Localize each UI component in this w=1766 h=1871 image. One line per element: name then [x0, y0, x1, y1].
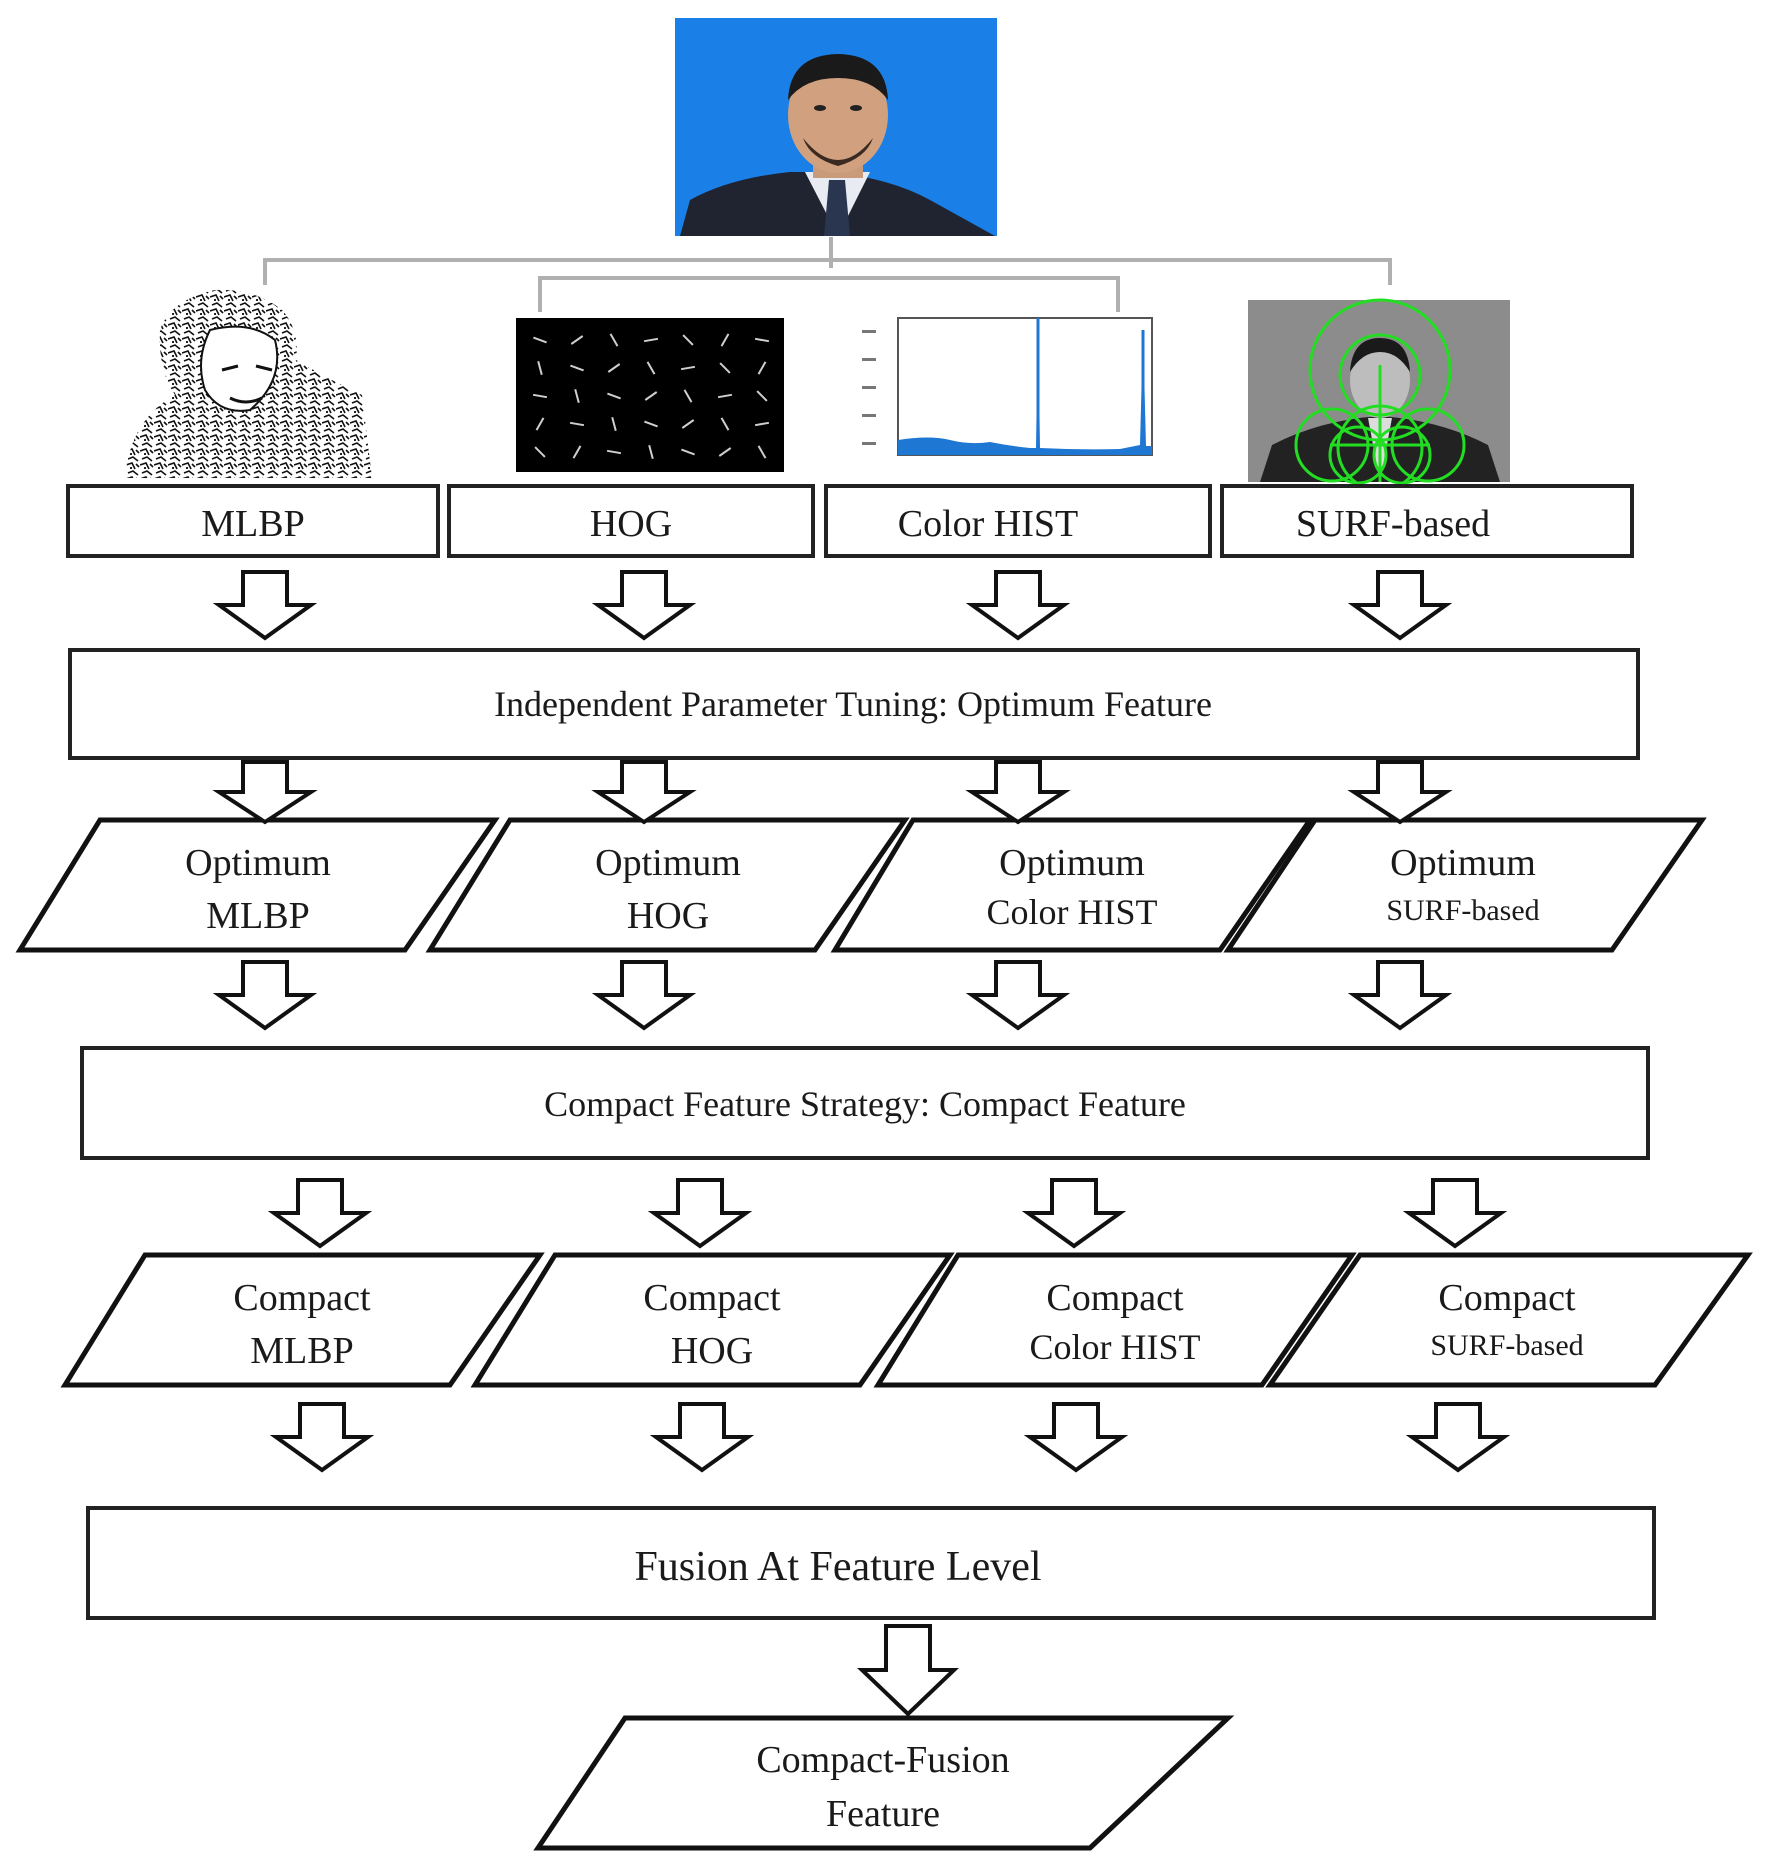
- hog-gradient-glyph: [609, 333, 619, 347]
- down-arrow-icon: [647, 1178, 753, 1249]
- surf-keypoints-image: [1248, 298, 1510, 492]
- hog-gradient-glyph: [611, 416, 617, 432]
- hog-gradient-glyph: [537, 360, 543, 376]
- mlbp-image: [125, 289, 372, 478]
- hog-gradient-glyph: [717, 393, 733, 399]
- stage-compact-strategy-label: Compact Feature Strategy: Compact Featur…: [544, 1084, 1186, 1124]
- down-arrow-icon: [1347, 760, 1453, 825]
- down-arrow-icon: [212, 960, 318, 1031]
- optimum-surf-line1: Optimum: [1390, 842, 1536, 884]
- down-arrow-icon: [1021, 1178, 1127, 1249]
- optimum-outputs: Optimum MLBP Optimum HOG Optimum Color H…: [15, 817, 1707, 953]
- compact-color-hist-line2: Color HIST: [1030, 1327, 1201, 1367]
- hog-gradient-glyph: [646, 361, 656, 375]
- down-arrow-icon: [965, 960, 1071, 1031]
- hog-gradient-glyph: [720, 333, 730, 347]
- hog-gradient-glyph: [757, 361, 767, 375]
- method-label-surf: SURF-based: [1296, 503, 1490, 545]
- method-label-color-hist: Color HIST: [898, 503, 1079, 545]
- hog-gradient-glyph: [680, 365, 696, 371]
- hog-gradient-glyph: [681, 419, 695, 429]
- final-output: Compact-Fusion Feature: [533, 1715, 1235, 1851]
- optimum-color-hist-line2: Color HIST: [987, 892, 1158, 932]
- hog-gradient-glyph: [644, 420, 658, 428]
- hog-gradient-glyph: [570, 364, 584, 372]
- hog-gradient-glyph: [533, 336, 547, 344]
- stage-fusion: Fusion At Feature Level: [86, 1506, 1656, 1620]
- hog-gradient-glyph: [569, 421, 585, 427]
- stage-fusion-label: Fusion At Feature Level: [634, 1544, 1041, 1590]
- compact-surf-line2: SURF-based: [1430, 1329, 1583, 1362]
- down-arrow-icon: [649, 1402, 755, 1473]
- hog-gradient-glyph: [681, 448, 695, 456]
- flow-arrows: [212, 570, 1511, 1717]
- method-label-hog: HOG: [590, 503, 672, 545]
- hog-gradient-glyph: [720, 417, 730, 431]
- hog-gradient-glyph: [682, 334, 694, 346]
- optimum-hog-line1: Optimum: [595, 842, 741, 884]
- optimum-mlbp-line2: MLBP: [206, 895, 309, 937]
- compact-hog-line1: Compact: [643, 1277, 781, 1319]
- hog-gradient-glyph: [644, 391, 658, 401]
- hog-gradient-glyph: [535, 417, 545, 431]
- hog-gradient-glyph: [534, 446, 546, 458]
- compact-outputs: Compact MLBP Compact HOG Compact Color H…: [60, 1252, 1753, 1388]
- hog-gradient-glyph: [532, 393, 548, 399]
- down-arrow-icon: [267, 1178, 373, 1249]
- down-arrow-icon: [1402, 1178, 1508, 1249]
- hog-gradient-glyph: [606, 449, 622, 455]
- color-histogram-image: [862, 317, 1153, 456]
- hog-gradient-glyph: [754, 421, 770, 427]
- compact-hog-line2: HOG: [671, 1330, 753, 1372]
- optimum-hog-line2: HOG: [627, 895, 709, 937]
- input-face-photo: [675, 18, 997, 236]
- hog-gradient-glyph: [754, 337, 770, 343]
- down-arrow-icon: [965, 760, 1071, 825]
- down-arrow-icon: [212, 570, 318, 641]
- compact-color-hist-line1: Compact: [1046, 1277, 1184, 1319]
- down-arrow-icon: [591, 570, 697, 641]
- hog-gradient-glyph: [757, 445, 767, 459]
- optimum-surf-line2: SURF-based: [1386, 894, 1539, 927]
- hog-image: [516, 318, 784, 472]
- stage-compact-strategy: Compact Feature Strategy: Compact Featur…: [80, 1046, 1650, 1160]
- down-arrow-icon: [212, 760, 318, 825]
- final-output-line2: Feature: [826, 1793, 940, 1835]
- compact-mlbp-line1: Compact: [233, 1277, 371, 1319]
- hog-gradient-glyph: [643, 337, 659, 343]
- branch-connector: [263, 237, 1392, 312]
- feature-method-boxes: MLBP HOG Color HIST SURF-based: [66, 484, 1634, 558]
- hog-gradient-glyph: [719, 362, 731, 374]
- down-arrow-icon: [1347, 960, 1453, 1031]
- stage-parameter-tuning: Independent Parameter Tuning: Optimum Fe…: [68, 648, 1640, 760]
- optimum-mlbp-line1: Optimum: [185, 842, 331, 884]
- hog-gradient-glyph: [607, 392, 621, 400]
- hog-gradient-glyph: [683, 389, 693, 403]
- down-arrow-icon: [591, 760, 697, 825]
- down-arrow-icon: [965, 570, 1071, 641]
- hog-gradient-glyph: [570, 335, 584, 345]
- hog-gradient-glyph: [572, 445, 582, 459]
- hog-gradient-glyph: [756, 390, 768, 402]
- final-output-line1: Compact-Fusion: [756, 1739, 1009, 1781]
- down-arrow-icon: [1405, 1402, 1511, 1473]
- down-arrow-icon: [857, 1624, 959, 1717]
- hog-cells: [532, 333, 770, 460]
- compact-mlbp-line2: MLBP: [250, 1330, 353, 1372]
- compact-surf-line1: Compact: [1438, 1277, 1576, 1319]
- optimum-color-hist-line1: Optimum: [999, 842, 1145, 884]
- method-label-mlbp: MLBP: [201, 503, 304, 545]
- down-arrow-icon: [591, 960, 697, 1031]
- stage-parameter-tuning-label: Independent Parameter Tuning: Optimum Fe…: [494, 684, 1212, 724]
- down-arrow-icon: [269, 1402, 375, 1473]
- hog-gradient-glyph: [648, 444, 654, 460]
- hog-gradient-glyph: [574, 388, 580, 404]
- down-arrow-icon: [1023, 1402, 1129, 1473]
- down-arrow-icon: [1347, 570, 1453, 641]
- hog-gradient-glyph: [607, 363, 621, 373]
- hog-gradient-glyph: [718, 447, 732, 457]
